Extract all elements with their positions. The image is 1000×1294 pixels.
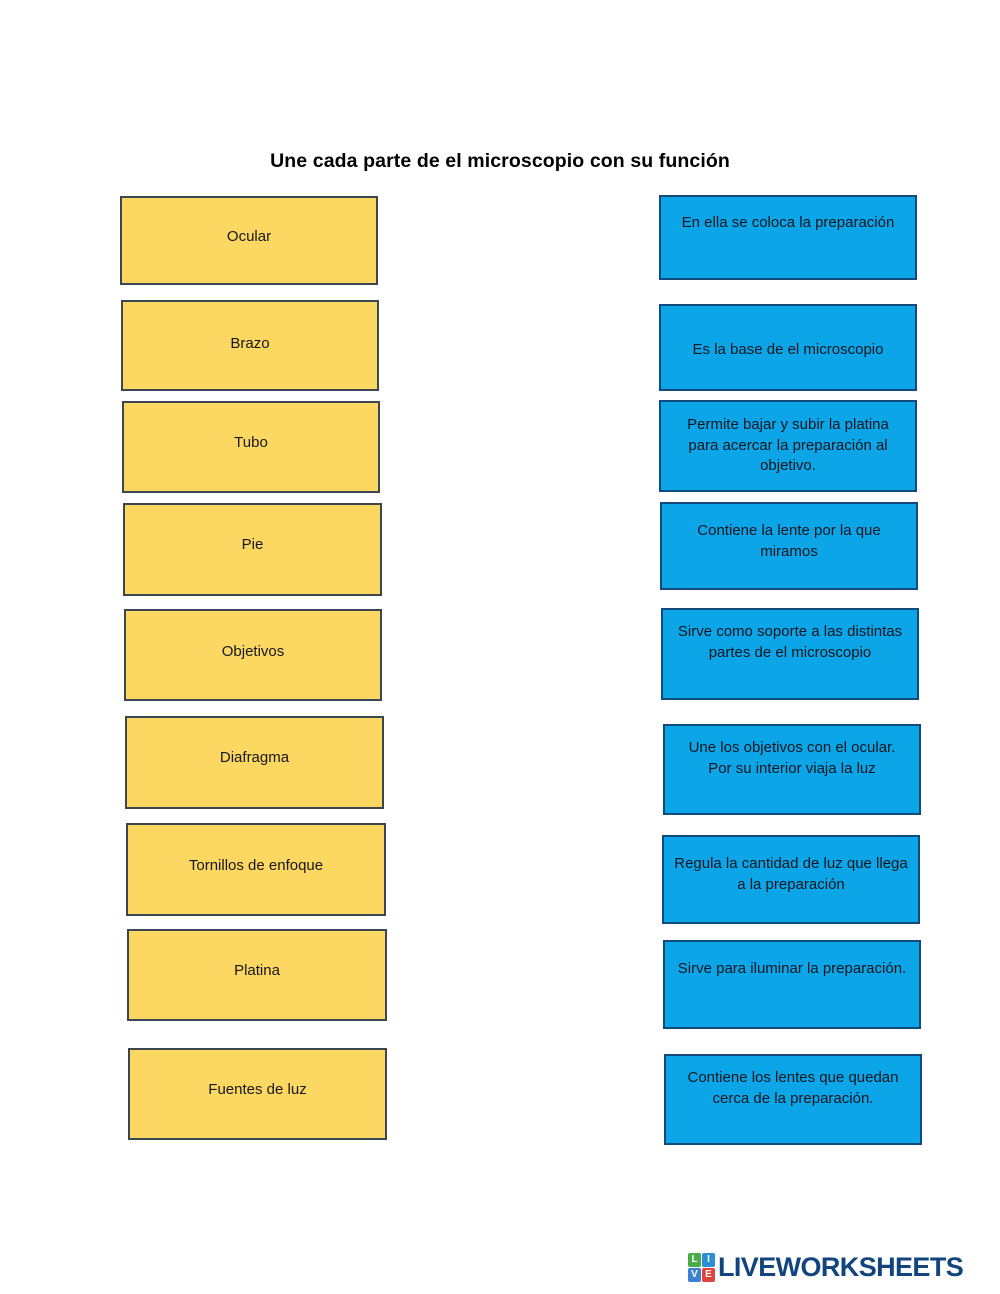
term-label: Ocular <box>226 228 272 245</box>
definition-label: Contiene los lentes que quedan cerca de … <box>687 1069 899 1107</box>
definition-card-6[interactable]: Une los objetivos con el ocular. Por su … <box>663 724 921 815</box>
term-label: Brazo <box>230 335 270 352</box>
term-label: Fuentes de luz <box>208 1081 307 1098</box>
term-card-fuentes-de-luz[interactable]: Fuentes de luz <box>128 1048 387 1140</box>
term-card-tubo[interactable]: Tubo <box>122 401 380 493</box>
live-tile-i: I <box>702 1252 715 1267</box>
definition-label: Permite bajar y subir la platina para ac… <box>687 416 889 474</box>
definition-label: Contiene la lente por la que miramos <box>697 522 881 560</box>
term-label: Pie <box>241 536 264 553</box>
term-card-ocular[interactable]: Ocular <box>120 196 378 285</box>
definition-card-8[interactable]: Sirve para iluminar la preparación. <box>663 940 921 1029</box>
term-label: Platina <box>234 962 280 979</box>
definition-label: Sirve para iluminar la preparación. <box>677 960 907 977</box>
definition-card-7[interactable]: Regula la cantidad de luz que llega a la… <box>662 835 920 924</box>
page-title: Une cada parte de el microscopio con su … <box>270 150 730 172</box>
term-card-objetivos[interactable]: Objetivos <box>124 609 382 701</box>
definition-card-2[interactable]: Es la base de el microscopio <box>659 304 917 391</box>
definition-card-9[interactable]: Contiene los lentes que quedan cerca de … <box>664 1054 922 1145</box>
definition-card-1[interactable]: En ella se coloca la preparación <box>659 195 917 280</box>
live-tile-v: V <box>688 1267 701 1282</box>
term-label: Tornillos de enfoque <box>188 857 324 874</box>
definition-label: Sirve como soporte a las distintas parte… <box>677 623 903 661</box>
definition-card-3[interactable]: Permite bajar y subir la platina para ac… <box>659 400 917 492</box>
term-card-tornillos-de-enfoque[interactable]: Tornillos de enfoque <box>126 823 386 916</box>
definition-label: En ella se coloca la preparación <box>681 214 895 231</box>
definition-label: Regula la cantidad de luz que llega a la… <box>674 855 908 893</box>
live-tiles-icon: L I V E <box>688 1252 715 1282</box>
definition-label: Une los objetivos con el ocular. Por su … <box>688 739 896 777</box>
term-label: Diafragma <box>219 749 290 766</box>
term-card-platina[interactable]: Platina <box>127 929 387 1021</box>
liveworksheets-wordmark: LIVEWORKSHEETS <box>718 1251 964 1282</box>
term-card-pie[interactable]: Pie <box>123 503 382 596</box>
liveworksheets-logo: L I V E LIVEWORKSHEETS <box>688 1248 964 1286</box>
term-label: Tubo <box>234 434 268 451</box>
term-card-brazo[interactable]: Brazo <box>121 300 379 391</box>
definition-card-5[interactable]: Sirve como soporte a las distintas parte… <box>661 608 919 700</box>
term-label: Objetivos <box>221 643 285 660</box>
definition-label: Es la base de el microscopio <box>692 341 884 358</box>
live-tile-l: L <box>688 1252 701 1267</box>
live-tile-e: E <box>702 1267 715 1282</box>
term-card-diafragma[interactable]: Diafragma <box>125 716 384 809</box>
definition-card-4[interactable]: Contiene la lente por la que miramos <box>660 502 918 590</box>
